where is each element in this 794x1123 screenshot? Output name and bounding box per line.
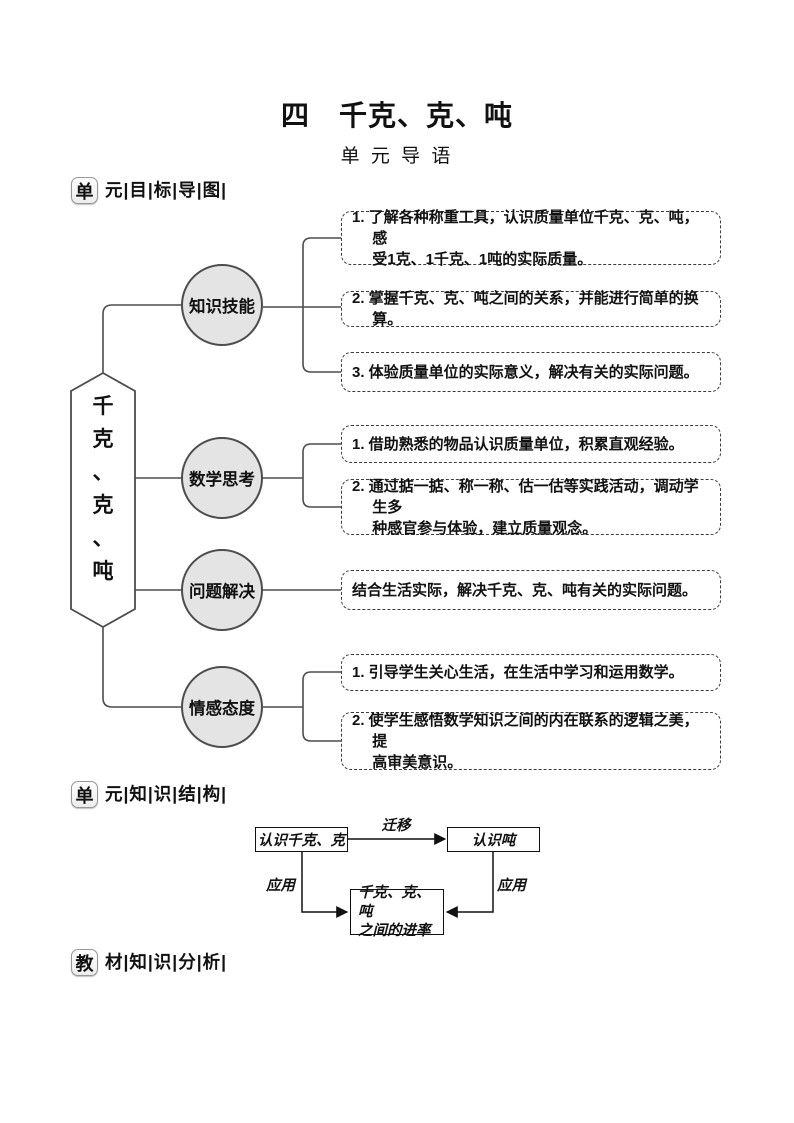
goal-item-text: 1. 借助熟悉的物品认识质量单位，积累直观经验。 bbox=[352, 435, 684, 453]
goal-item-text: 1. 引导学生关心生活，在生活中学习和运用数学。 bbox=[352, 664, 684, 681]
section-header-goal-map: 单 元|目|标|导|图| bbox=[71, 177, 227, 204]
wire-root-to-emotion bbox=[102, 627, 181, 708]
section-header-knowledge-structure: 单 元|知|识|结|构| bbox=[71, 781, 227, 808]
goal-item-text: 1. 了解各种称重工具，认识质量单位千克、克、吨，感 受1克、1千克、1吨的实际… bbox=[352, 208, 699, 268]
edge-label-apply-left: 应用 bbox=[266, 878, 295, 894]
goal-item-text: 2. 掌握千克、克、吨之间的关系，并能进行简单的换算。 bbox=[352, 290, 699, 328]
structure-node-rate: 千克、克、吨 之间的进率 bbox=[350, 885, 444, 939]
wire-knowledge-bracket bbox=[302, 237, 341, 373]
goal-item-text: 2. 使学生感悟数学知识之间的内在联系的逻辑之美，提 高审美意识。 bbox=[352, 711, 699, 771]
branch-node-emotion-attitude: 情感态度 bbox=[181, 666, 263, 748]
section-badge: 单 bbox=[71, 781, 98, 808]
arrow-apply-left bbox=[301, 852, 349, 918]
structure-node-kg-g: 认识千克、克 bbox=[255, 827, 348, 852]
goal-item-text: 结合生活实际，解决千克、克、吨有关的实际问题。 bbox=[352, 581, 698, 599]
subtitle: 单 元 导 语 bbox=[340, 146, 454, 167]
goal-item-box: 1. 借助熟悉的物品认识质量单位，积累直观经验。 bbox=[341, 425, 721, 463]
wire-emotion-bracket bbox=[302, 671, 341, 742]
goal-item-box: 2. 通过掂一掂、称一称、估一估等实践活动，调动学生多 种感官参与体验，建立质量… bbox=[341, 478, 721, 537]
branch-node-knowledge-skills: 知识技能 bbox=[181, 264, 263, 346]
root-node-label: 千克、克、吨 bbox=[92, 395, 114, 583]
goal-item-box: 结合生活实际，解决千克、克、吨有关的实际问题。 bbox=[341, 570, 721, 610]
goal-item-text: 3. 体验质量单位的实际意义，解决有关的实际问题。 bbox=[352, 363, 699, 381]
wire-root-to-knowledge bbox=[102, 304, 181, 373]
arrow-apply-right bbox=[445, 852, 494, 918]
edge-label-transfer: 迁移 bbox=[381, 818, 411, 834]
section-header-material-analysis: 教 材|知|识|分|析| bbox=[71, 949, 227, 976]
edge-label-apply-right: 应用 bbox=[497, 878, 526, 894]
goal-item-box: 1. 引导学生关心生活，在生活中学习和运用数学。 bbox=[341, 654, 721, 691]
goal-item-box: 1. 了解各种称重工具，认识质量单位千克、克、吨，感 受1克、1千克、1吨的实际… bbox=[341, 209, 721, 268]
goal-item-box: 2. 使学生感悟数学知识之间的内在联系的逻辑之美，提 高审美意识。 bbox=[341, 711, 721, 771]
section-header-label: 元|知|识|结|构| bbox=[105, 784, 227, 804]
section-badge: 单 bbox=[71, 177, 98, 204]
branch-node-math-thinking: 数学思考 bbox=[181, 437, 263, 519]
section-header-label: 材|知|识|分|析| bbox=[105, 952, 227, 972]
goal-item-text: 2. 通过掂一掂、称一称、估一估等实践活动，调动学生多 种感官参与体验，建立质量… bbox=[352, 477, 699, 537]
wire-thinking-bracket bbox=[302, 443, 341, 508]
section-header-label: 元|目|标|导|图| bbox=[105, 180, 227, 200]
goal-item-box: 2. 掌握千克、克、吨之间的关系，并能进行简单的换算。 bbox=[341, 290, 721, 328]
section-badge: 教 bbox=[71, 949, 98, 976]
structure-node-ton: 认识吨 bbox=[447, 827, 540, 852]
branch-node-problem-solving: 问题解决 bbox=[181, 549, 263, 631]
goal-item-box: 3. 体验质量单位的实际意义，解决有关的实际问题。 bbox=[341, 352, 721, 392]
page-title: 四 千克、克、吨 bbox=[280, 100, 513, 131]
